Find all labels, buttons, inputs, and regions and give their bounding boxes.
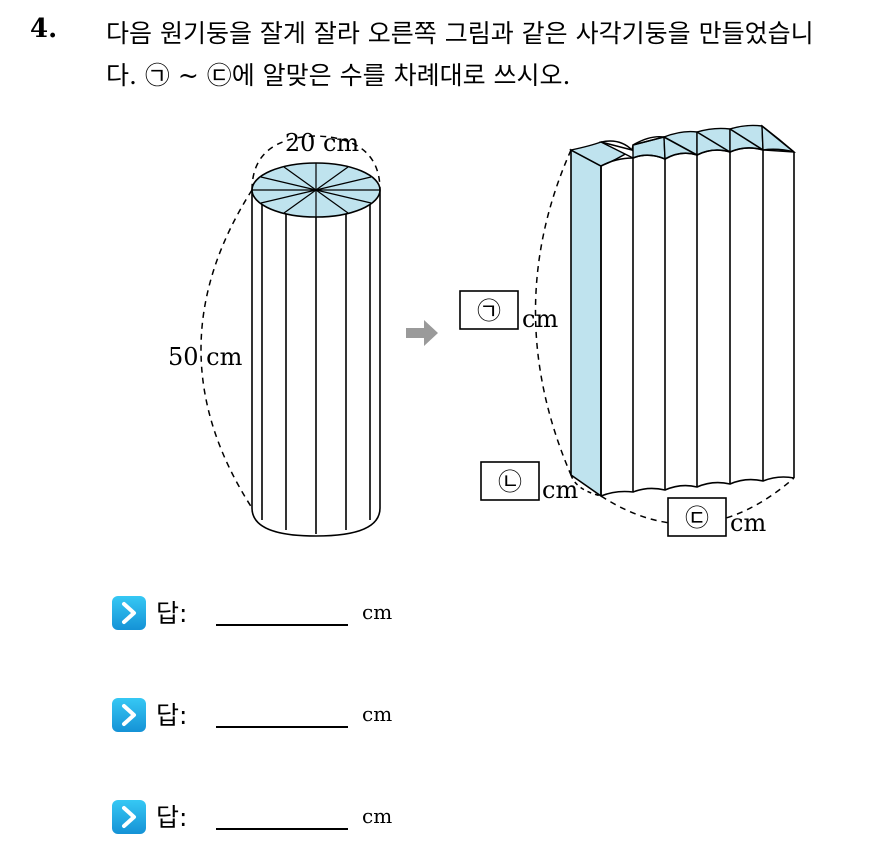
answer-row-3: 답: cm — [112, 798, 432, 838]
prism-front — [600, 125, 795, 497]
box-b-symbol: ㉡ — [498, 468, 522, 496]
chevron-right-icon — [112, 596, 146, 630]
answer-label: 답: — [156, 803, 188, 832]
chevron-right-icon — [112, 800, 146, 834]
question-text-line-1: 다음 원기둥을 잘게 잘라 오른쪽 그림과 같은 사각기둥을 만들었습니 — [106, 19, 814, 48]
answer-unit: cm — [362, 702, 393, 726]
question-text-line-2: 다. ㉠ ~ ㉢에 알맞은 수를 차례대로 쓰시오. — [106, 61, 571, 90]
box-c: ㉢ — [667, 497, 727, 537]
prism-depth-arc — [570, 474, 602, 497]
answer-row-2: 답: cm — [112, 696, 432, 736]
figure: 20 cm 50 cm ㉠ c — [168, 124, 797, 537]
chevron-right-icon — [112, 698, 146, 732]
box-a: ㉠ — [459, 290, 519, 330]
prism-top-caps — [568, 124, 797, 167]
cylinder-height-label: 50 cm — [168, 343, 243, 371]
prism-side-face — [570, 148, 602, 498]
unit-b: cm — [542, 476, 578, 504]
cylinder — [251, 190, 381, 537]
answer-label: 답: — [156, 701, 188, 730]
prism-height-arc — [534, 149, 572, 476]
answer-unit: cm — [362, 804, 393, 828]
box-a-symbol: ㉠ — [477, 297, 501, 325]
cylinder-top-sectors — [252, 163, 380, 217]
answer-unit: cm — [362, 600, 393, 624]
answer-input-line[interactable] — [216, 828, 348, 830]
box-c-symbol: ㉢ — [685, 504, 709, 532]
unit-c: cm — [730, 509, 766, 537]
question-number: 4. — [30, 14, 58, 44]
box-b: ㉡ — [480, 461, 540, 501]
arrow-right-icon — [406, 320, 438, 346]
unit-a: cm — [522, 305, 558, 333]
answer-input-line[interactable] — [216, 624, 348, 626]
cylinder-diameter-arc — [251, 135, 381, 191]
cylinder-diameter-label: 20 cm — [285, 129, 360, 157]
answer-row-1: 답: cm — [112, 594, 432, 634]
cylinder-height-arc — [200, 189, 253, 509]
answer-label: 답: — [156, 599, 188, 628]
answer-input-line[interactable] — [216, 726, 348, 728]
